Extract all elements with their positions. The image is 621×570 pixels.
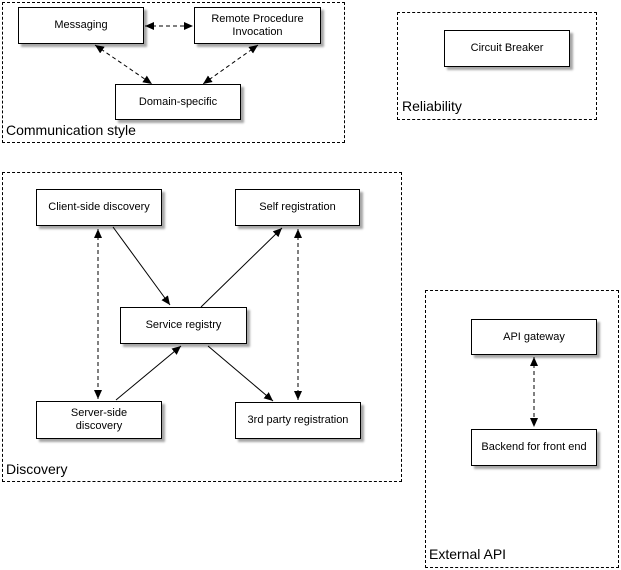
messaging-node[interactable]: Messaging <box>18 7 144 44</box>
client-side-discovery-node[interactable]: Client-side discovery <box>36 189 162 226</box>
third-party-registration-node[interactable]: 3rd party registration <box>235 402 361 439</box>
service-registry-node[interactable]: Service registry <box>120 307 247 344</box>
reliability-label: Reliability <box>402 98 462 114</box>
remote-procedure-invocation-node[interactable]: Remote Procedure Invocation <box>194 7 321 44</box>
communication-style-group <box>2 2 345 143</box>
external-api-label: External API <box>429 546 507 562</box>
api-gateway-node[interactable]: API gateway <box>471 319 597 355</box>
backend-for-front-end-node[interactable]: Backend for front end <box>471 429 597 466</box>
reliability-group <box>397 12 597 120</box>
discovery-label: Discovery <box>6 461 68 477</box>
discovery-group <box>2 172 402 482</box>
external-api-group <box>425 290 619 568</box>
domain-specific-node[interactable]: Domain-specific <box>115 84 241 120</box>
self-registration-node[interactable]: Self registration <box>235 189 360 226</box>
communication-style-label: Communication style <box>6 122 136 138</box>
server-side-discovery-node[interactable]: Server-side discovery <box>36 401 162 439</box>
circuit-breaker-node[interactable]: Circuit Breaker <box>444 30 570 67</box>
